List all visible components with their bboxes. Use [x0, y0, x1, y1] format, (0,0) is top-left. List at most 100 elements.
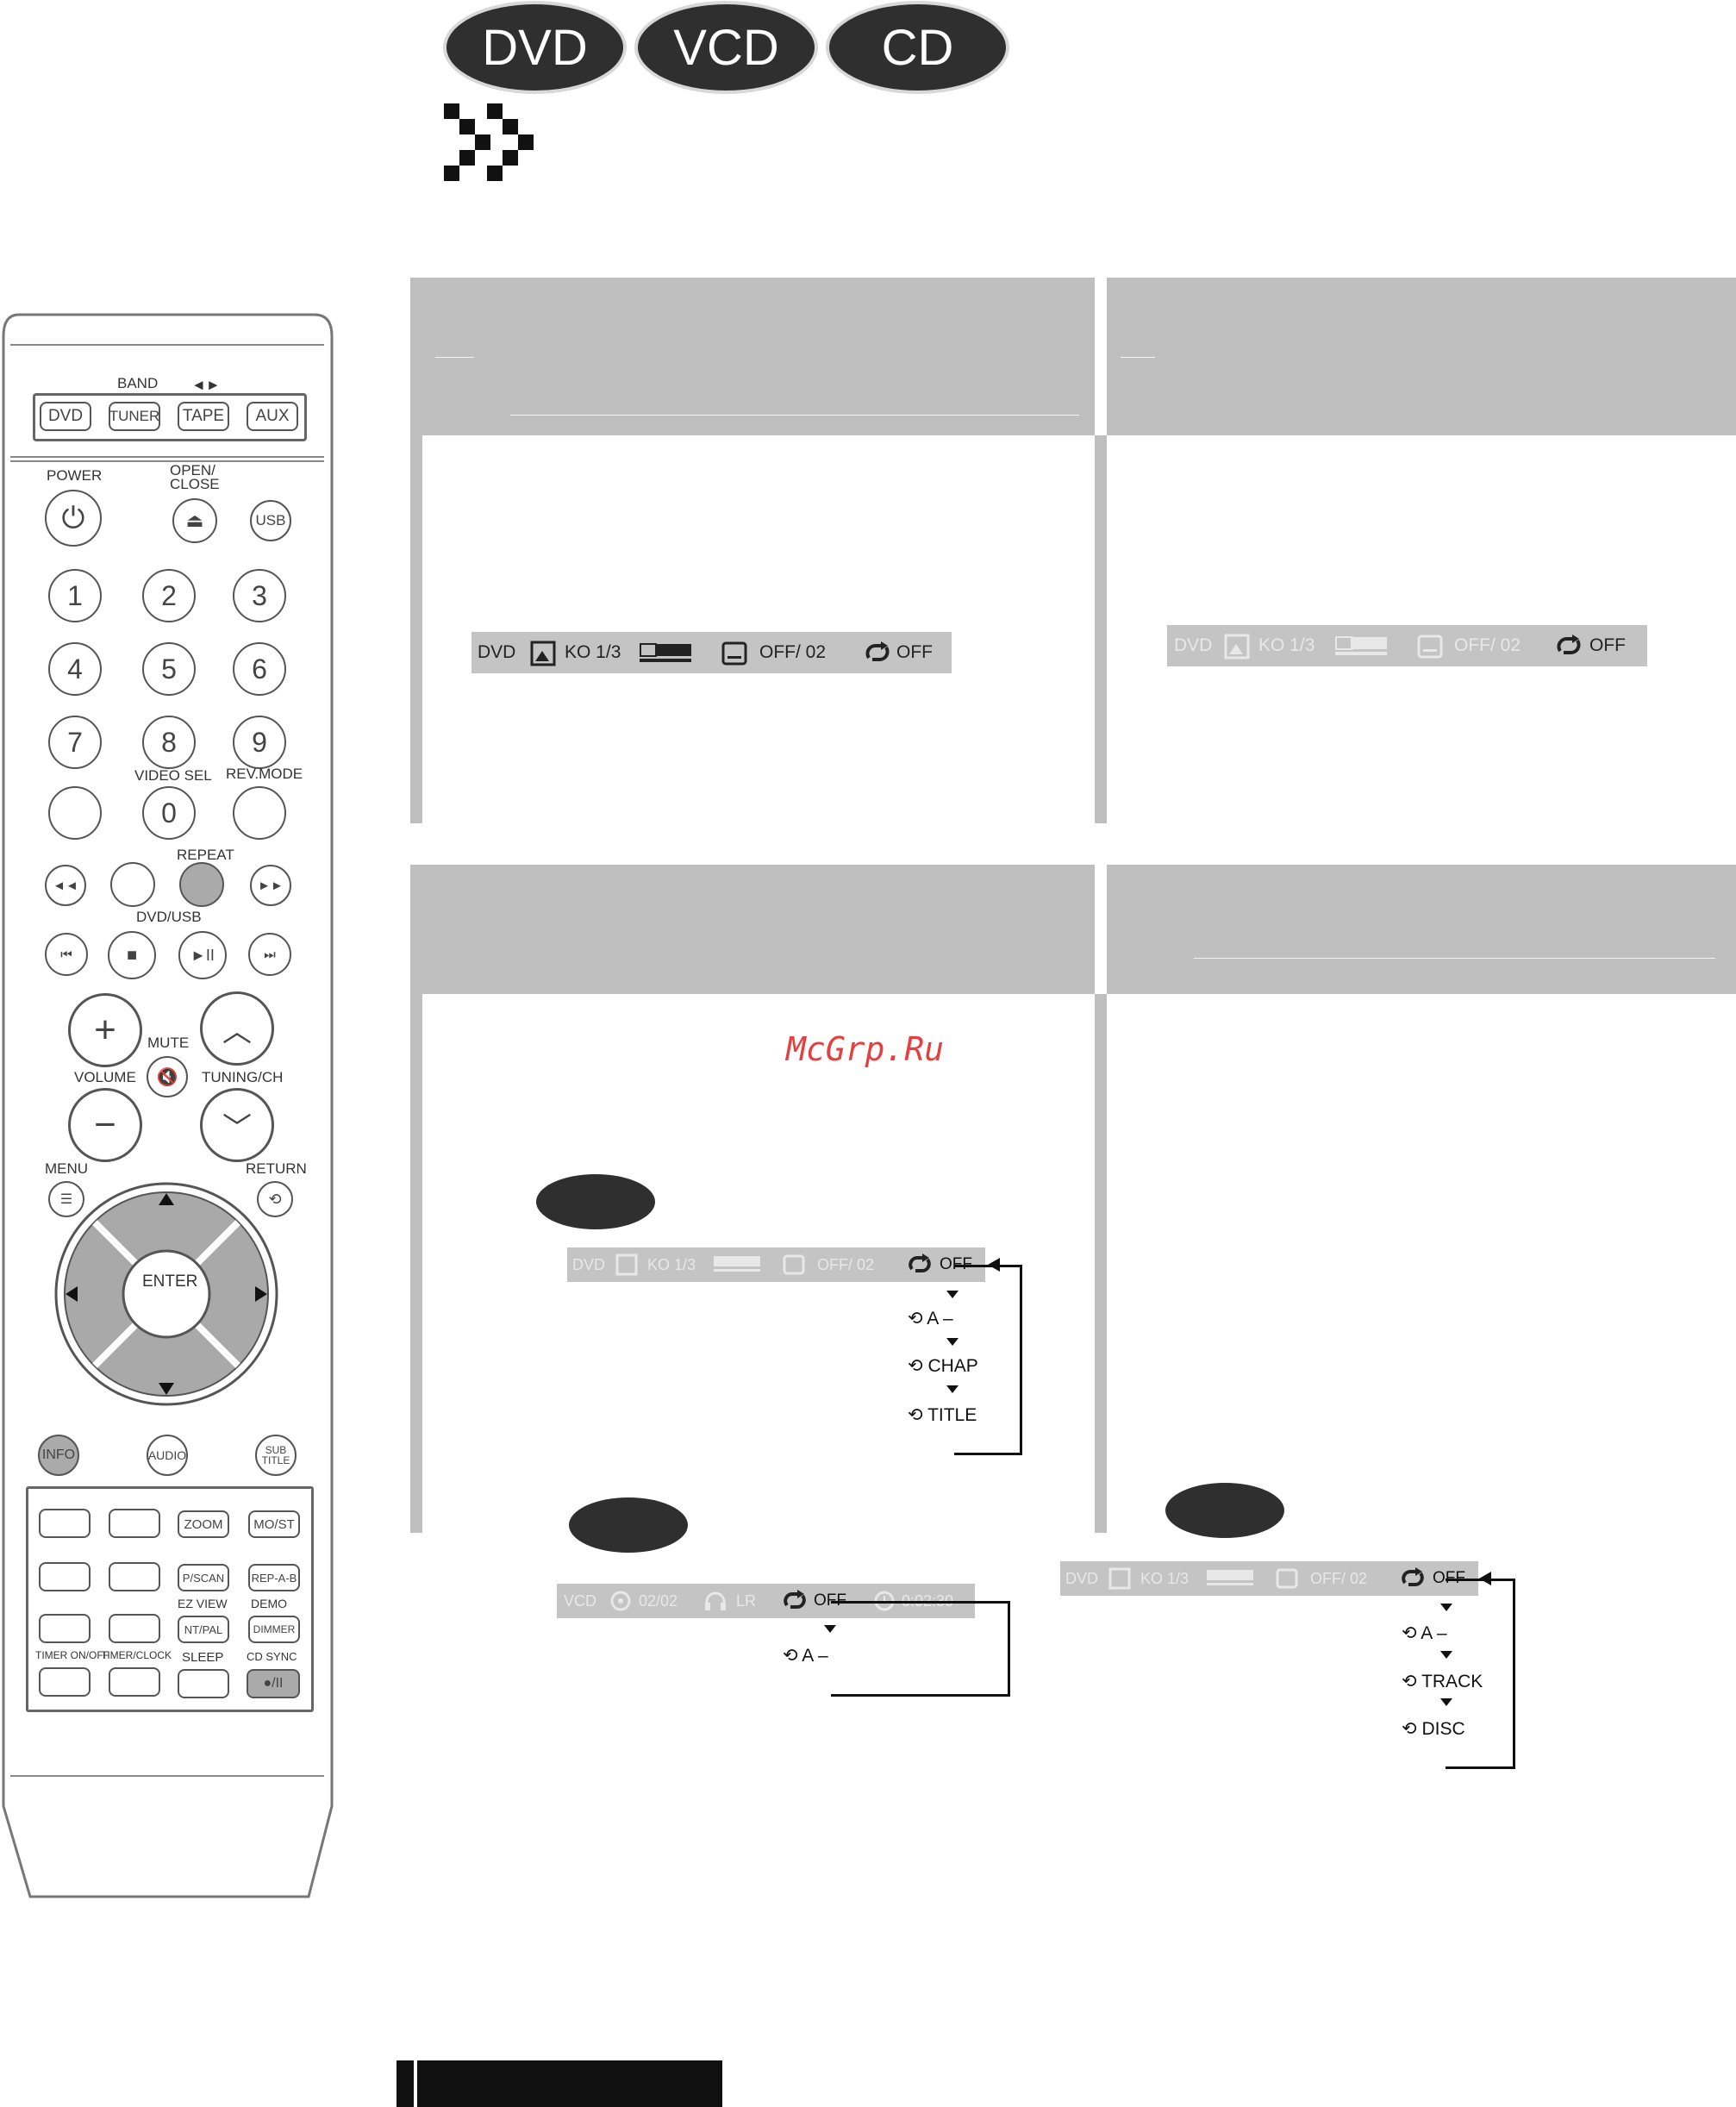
rev-mode-button[interactable] [233, 786, 286, 840]
mute-button[interactable]: 🔇 [147, 1056, 188, 1097]
source-button-frame [33, 393, 307, 441]
blank-key-6[interactable] [109, 1614, 160, 1643]
ez-view-label: EZ VIEW [178, 1597, 228, 1610]
digit-1-button[interactable]: 1 [48, 569, 102, 622]
panel-top-left-bar [410, 435, 422, 823]
digit-8-button[interactable]: 8 [142, 716, 196, 769]
stop-button[interactable]: ■ [108, 931, 156, 979]
dvd-oval [536, 1174, 655, 1229]
timer-clock-button[interactable] [109, 1667, 160, 1697]
dvd-repeat-title: ⟲ TITLE [908, 1405, 977, 1425]
bottom-button-frame [26, 1486, 314, 1712]
vcd-repeat-loop [831, 1601, 1010, 1697]
info-button[interactable]: INFO [38, 1435, 79, 1476]
rewind-button[interactable]: ◄◄ [45, 865, 86, 906]
picture-icon [1224, 634, 1250, 660]
cd-oval [1165, 1483, 1284, 1538]
tuning-down-button[interactable]: ﹀ [200, 1088, 274, 1162]
prev-button[interactable]: ⏮ [45, 933, 88, 976]
blank-key-3[interactable] [39, 1562, 91, 1591]
sleep-button[interactable] [178, 1669, 229, 1698]
remote-control [0, 310, 336, 1901]
disc-icon [610, 1591, 631, 1611]
digit-2-button[interactable]: 2 [142, 569, 196, 622]
subtitle-icon [783, 1254, 805, 1275]
digit-0-button[interactable]: 0 [142, 786, 196, 840]
dvd-repeat-chap: ⟲ CHAP [908, 1356, 978, 1376]
mo-st-button[interactable]: MO/ST [248, 1510, 300, 1538]
demo-label: DEMO [251, 1597, 287, 1610]
tuning-up-button[interactable]: ︿ [200, 991, 274, 1066]
picture-icon [530, 641, 556, 666]
panel-top-left-header [410, 278, 1095, 435]
osd-bar-dvd-repeat: DVD KO 1/3 OFF/ 02 OFF [567, 1247, 985, 1282]
return-button[interactable]: ⟲ [257, 1181, 293, 1217]
sleep-label: SLEEP [182, 1650, 224, 1665]
dolby-icon [640, 643, 691, 662]
digit-9-button[interactable]: 9 [233, 716, 286, 769]
blank-key-4[interactable] [109, 1562, 160, 1591]
repeat-icon [909, 1254, 931, 1272]
dolby-icon [1207, 1570, 1253, 1585]
down-arrow [946, 1385, 959, 1393]
enter-label: ENTER [142, 1272, 198, 1291]
tuner-source-button[interactable]: TUNER [109, 402, 160, 431]
picture-icon [1108, 1567, 1131, 1590]
digit-3-button[interactable]: 3 [233, 569, 286, 622]
power-button[interactable]: ⏻ [45, 490, 102, 547]
menu-button[interactable]: ☰ [48, 1181, 84, 1217]
osd-bar-cd: DVD KO 1/3 OFF/ 02 OFF [1060, 1561, 1478, 1596]
panel-bottom-left-header [410, 865, 1095, 994]
cd-repeat-ab: ⟲ A – [1402, 1623, 1447, 1643]
repeat-label: REPEAT [177, 847, 234, 863]
repeat-button[interactable] [179, 862, 224, 907]
usb-button[interactable]: USB [250, 500, 291, 541]
p-scan-button[interactable]: P/SCAN [178, 1564, 229, 1591]
blank-key-2[interactable] [109, 1509, 160, 1538]
down-arrow [824, 1625, 836, 1633]
digit-6-button[interactable]: 6 [233, 642, 286, 696]
tape-arrows-label: ◄► [191, 377, 221, 393]
dolby-icon [1335, 636, 1387, 655]
repeat-icon [1557, 635, 1581, 654]
digit-5-button[interactable]: 5 [142, 642, 196, 696]
panel-bottom-right-header [1107, 865, 1736, 994]
loop-arrow-head [1479, 1572, 1491, 1585]
blank-key-5[interactable] [39, 1614, 91, 1643]
blank-round-button[interactable] [110, 862, 155, 907]
subtitle-button[interactable]: SUB TITLE [255, 1435, 297, 1476]
dolby-icon [714, 1256, 760, 1272]
page-footer-bar [397, 2060, 722, 2107]
blank-key-1[interactable] [39, 1509, 91, 1538]
panel-top-right-bar [1095, 435, 1107, 823]
play-pause-button[interactable]: ►II [178, 931, 227, 979]
rep-ab-button[interactable]: REP-A-B [248, 1564, 300, 1591]
tape-source-button[interactable]: TAPE [178, 402, 229, 431]
subtitle-icon [721, 641, 747, 666]
audio-button[interactable]: AUDIO [147, 1435, 188, 1476]
subtitle-icon [1276, 1568, 1298, 1589]
dvd-source-button[interactable]: DVD [40, 402, 91, 431]
eject-button[interactable]: ⏏ [172, 498, 217, 543]
tuning-label: TUNING/CH [202, 1069, 284, 1085]
digit-7-button[interactable]: 7 [48, 716, 102, 769]
dimmer-button[interactable]: DIMMER [248, 1616, 300, 1643]
zoom-button[interactable]: ZOOM [178, 1510, 229, 1538]
blank-button[interactable] [48, 786, 102, 840]
cd-sync-label: CD SYNC [247, 1650, 297, 1663]
timer-onoff-button[interactable] [39, 1667, 91, 1697]
volume-down-button[interactable]: − [68, 1088, 142, 1162]
timer-onoff-label: TIMER ON/OFF [35, 1649, 109, 1661]
forward-button[interactable]: ►► [250, 865, 291, 906]
nt-pal-button[interactable]: NT/PAL [178, 1616, 229, 1643]
digit-4-button[interactable]: 4 [48, 642, 102, 696]
dvd-repeat-loop [954, 1265, 1022, 1455]
loop-arrow-head [988, 1258, 1000, 1272]
volume-up-button[interactable]: + [68, 993, 142, 1067]
power-label: POWER [47, 467, 103, 484]
cd-sync-button[interactable]: ●/II [247, 1669, 300, 1698]
subtitle-icon [1417, 635, 1443, 659]
next-button[interactable]: ⏭ [248, 933, 291, 976]
aux-source-button[interactable]: AUX [247, 402, 298, 431]
navigation-pad[interactable] [52, 1179, 281, 1409]
